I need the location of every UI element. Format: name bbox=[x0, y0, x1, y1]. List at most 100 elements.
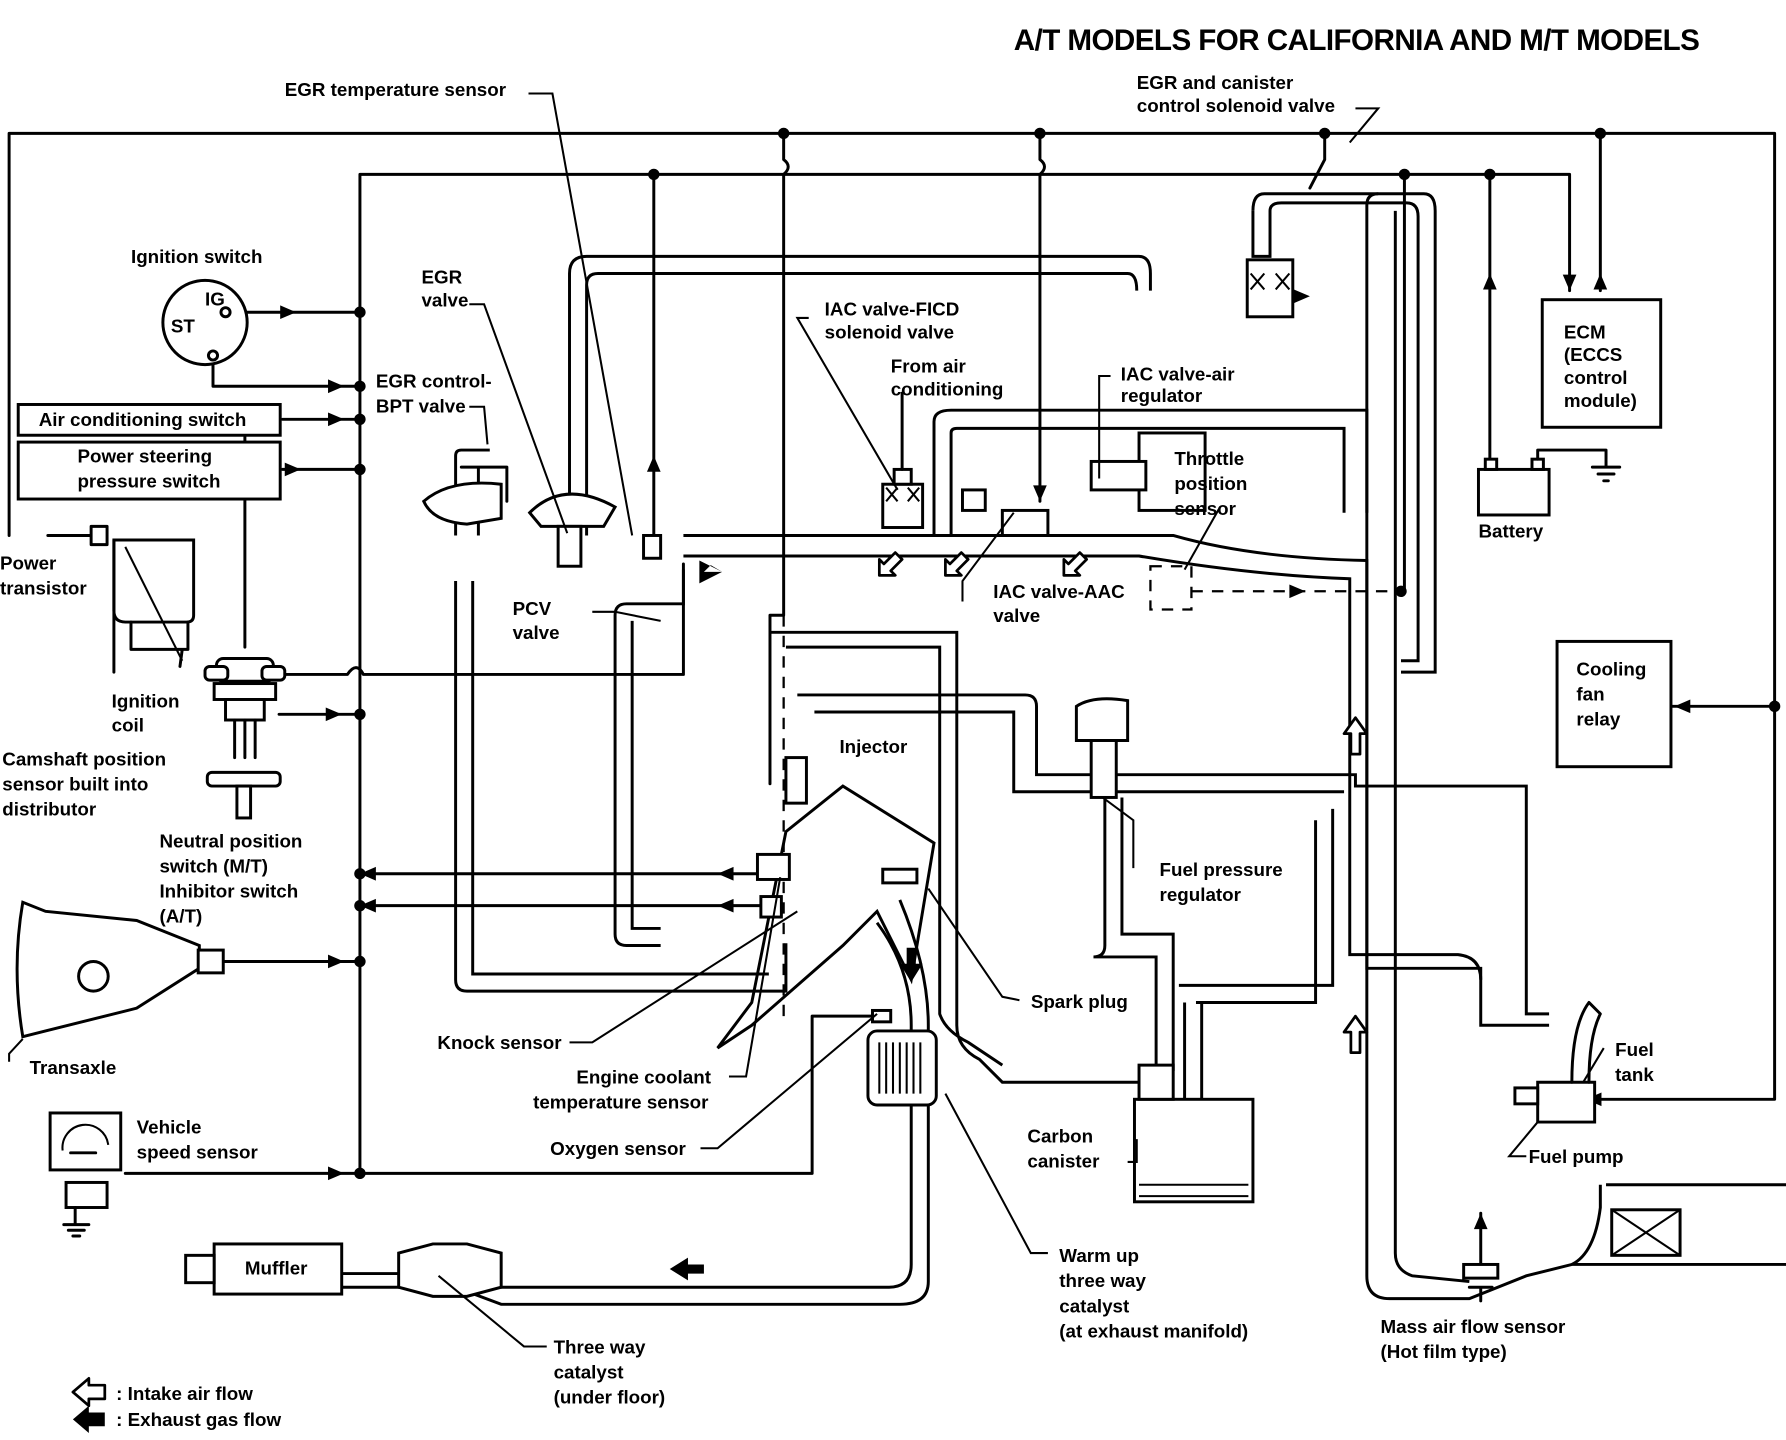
diagram-label: Mass air flow sensor bbox=[1381, 1316, 1566, 1337]
injector bbox=[784, 756, 808, 805]
diagram-label: (A/T) bbox=[159, 906, 202, 927]
diagram-label: (under floor) bbox=[554, 1386, 666, 1407]
outer-wire bbox=[7, 131, 1777, 1101]
diagram-label: control bbox=[1564, 367, 1628, 388]
egr-canister-solenoid-valve bbox=[1245, 258, 1295, 319]
diagram-label: ECM bbox=[1564, 321, 1606, 342]
diagram-label: temperature sensor bbox=[533, 1091, 709, 1112]
label-ac-switch: Air conditioning switch bbox=[39, 409, 247, 430]
diagram-label: (ECCS bbox=[1564, 344, 1622, 365]
diagram-label: solenoid valve bbox=[825, 321, 954, 342]
fuel-tank bbox=[1513, 1000, 1602, 1124]
label-spark-plug: Spark plug bbox=[1031, 991, 1128, 1012]
intake-flow-arrows bbox=[877, 551, 1369, 1054]
throttle-valve bbox=[1149, 565, 1193, 611]
diagram-label: valve bbox=[513, 622, 560, 643]
diagram-label: regulator bbox=[1121, 385, 1203, 406]
engine-block bbox=[716, 784, 936, 1050]
egr-valve bbox=[527, 492, 663, 568]
diagram-label: pressure switch bbox=[77, 471, 220, 492]
diagram-label: Ignition bbox=[112, 690, 180, 711]
solid-arrow-icon bbox=[72, 1405, 105, 1434]
throttle-position-sensor bbox=[1089, 431, 1207, 512]
diagram-label: Cooling bbox=[1576, 659, 1646, 680]
diagram-label: distributor bbox=[2, 799, 97, 820]
diagram-label: (at exhaust manifold) bbox=[1059, 1320, 1248, 1341]
diagram-label: valve bbox=[993, 605, 1040, 626]
diagram-label: ST bbox=[171, 316, 196, 337]
ac-switch-box bbox=[16, 403, 282, 437]
diagram-label: Throttle bbox=[1174, 448, 1244, 469]
diagram-label: Engine coolant bbox=[576, 1066, 711, 1087]
diagram-label: Vehicle bbox=[137, 1116, 202, 1137]
diagram-label: IAC valve-FICD bbox=[825, 299, 960, 320]
wiring bbox=[7, 127, 1781, 1266]
diagram-label: module) bbox=[1564, 390, 1637, 411]
ignition-coil bbox=[46, 524, 196, 674]
diagram-title: A/T MODELS FOR CALIFORNIA AND M/T MODELS bbox=[1014, 24, 1700, 57]
diagram-label: EGR control- bbox=[376, 370, 492, 391]
diagram-label: Carbon bbox=[1027, 1126, 1093, 1147]
diagram-label: catalyst bbox=[1059, 1295, 1130, 1316]
fuel-pressure-regulator bbox=[1074, 697, 1130, 799]
diagram-label: IG bbox=[205, 288, 225, 309]
diagram-label: sensor bbox=[1174, 498, 1236, 519]
cooling-fan-relay-box bbox=[1555, 639, 1673, 769]
legend: : Intake air flow : Exhaust gas flow bbox=[71, 1376, 281, 1434]
label-muffler: Muffler bbox=[245, 1258, 308, 1279]
vehicle-speed-sensor bbox=[48, 1111, 123, 1238]
diagram-label: canister bbox=[1027, 1151, 1100, 1172]
label-transaxle: Transaxle bbox=[30, 1057, 117, 1078]
diagram-label: conditioning bbox=[891, 378, 1004, 399]
iac-ficd-solenoid-valve bbox=[881, 391, 925, 529]
diagram-label: valve bbox=[421, 290, 468, 311]
three-way-catalyst bbox=[397, 1242, 503, 1298]
diagram-label: transistor bbox=[0, 578, 87, 599]
transaxle bbox=[15, 900, 225, 1039]
label-injector: Injector bbox=[839, 736, 908, 757]
diagram-label: Fuel bbox=[1615, 1039, 1654, 1060]
diagram-label: relay bbox=[1576, 709, 1620, 730]
legend-intake-label: : Intake air flow bbox=[116, 1383, 253, 1404]
maf-sensor bbox=[1462, 1262, 1500, 1303]
label-ignition-switch: Ignition switch bbox=[131, 246, 262, 267]
main-bus-wire bbox=[358, 172, 1572, 1175]
warm-up-catalyst bbox=[866, 1029, 938, 1107]
diagram-label: three way bbox=[1059, 1270, 1146, 1291]
exhaust-system bbox=[184, 560, 938, 1306]
diagram-label: fan bbox=[1576, 684, 1604, 705]
diagram-label: position bbox=[1174, 473, 1247, 494]
diagram-label: BPT valve bbox=[376, 395, 466, 416]
label-egr-temp-sensor: EGR temperature sensor bbox=[285, 79, 507, 100]
ps-switch-box bbox=[16, 440, 282, 501]
diagram-label: From air bbox=[891, 356, 967, 377]
diagram-label: speed sensor bbox=[137, 1142, 259, 1163]
diagram-label: (Hot film type) bbox=[1381, 1341, 1507, 1362]
battery bbox=[1476, 448, 1622, 517]
diagram-label: switch (M/T) bbox=[159, 856, 268, 877]
diagram-label: catalyst bbox=[554, 1361, 625, 1382]
diagram-label: PCV bbox=[513, 598, 552, 619]
diagram-label: IAC valve-air bbox=[1121, 364, 1235, 385]
iac-aac-valve bbox=[961, 488, 1050, 537]
label-fuel-pump: Fuel pump bbox=[1529, 1146, 1624, 1167]
diagram-label: regulator bbox=[1160, 884, 1242, 905]
label-knock-sensor: Knock sensor bbox=[437, 1032, 562, 1053]
junction-dots bbox=[354, 127, 1781, 1180]
ignition-switch: IG ST bbox=[161, 278, 249, 367]
diagram-label: sensor built into bbox=[2, 774, 148, 795]
diagram-label: Neutral position bbox=[159, 831, 302, 852]
diagram-label: Three way bbox=[554, 1336, 646, 1357]
egr-bpt-valve bbox=[421, 465, 509, 526]
label-oxygen-sensor: Oxygen sensor bbox=[550, 1138, 686, 1159]
diagram-label: Power bbox=[0, 553, 57, 574]
carbon-canister bbox=[1132, 1063, 1255, 1204]
diagram-label: Camshaft position bbox=[2, 749, 166, 770]
diagram-label: coil bbox=[112, 714, 144, 735]
diagram-label: Inhibitor switch bbox=[159, 881, 298, 902]
diagram-label: IAC valve-AAC bbox=[993, 581, 1125, 602]
diagram-label: EGR bbox=[421, 267, 462, 288]
hollow-arrow-icon bbox=[71, 1376, 107, 1408]
leader-lines bbox=[8, 92, 1605, 1348]
